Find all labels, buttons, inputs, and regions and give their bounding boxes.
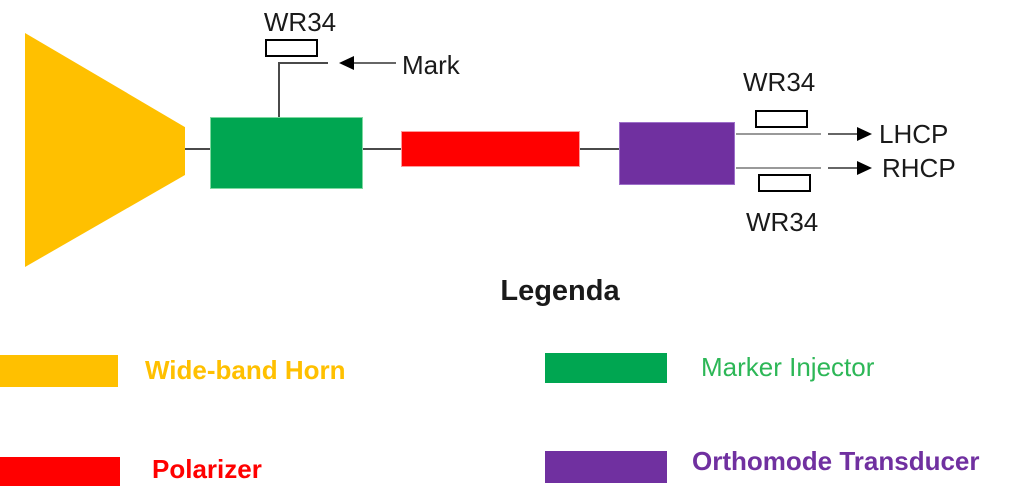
legend-label-orthomode-transducer: Orthomode Transducer <box>692 446 980 476</box>
legend-swatch-marker-injector <box>545 353 667 383</box>
lhcp-arrow-line <box>828 133 859 135</box>
mark-signal-label: Mark <box>402 50 460 80</box>
wr34-rhcp-label: WR34 <box>746 207 819 237</box>
connector-marker-injector-to-polarizer <box>363 148 401 150</box>
rhcp-output-label: RHCP <box>882 153 956 183</box>
rhcp-arrow-line <box>828 167 859 169</box>
wr34-marker-port-label: WR34 <box>263 7 337 37</box>
marker-port-stub-vertical <box>278 62 280 117</box>
orthomode-transducer-box <box>619 122 735 185</box>
marker-injector-box <box>210 117 363 189</box>
legend-title: Legenda <box>500 275 620 307</box>
legend-label-wide-band-horn: Wide-band Horn <box>145 355 346 385</box>
mark-arrowhead-icon <box>339 56 354 70</box>
rhcp-output-line <box>736 167 821 169</box>
waveguide-wr34-rhcp-port <box>758 174 811 192</box>
legend-label-marker-injector: Marker Injector <box>701 352 875 382</box>
waveguide-wr34-marker-port <box>265 39 318 57</box>
wr34-lhcp-label: WR34 <box>743 67 816 97</box>
waveguide-wr34-lhcp-port <box>755 110 808 128</box>
marker-port-stub-horizontal <box>278 62 328 64</box>
wide-band-horn-shape <box>25 33 185 267</box>
polarizer-box <box>401 131 580 167</box>
lhcp-arrowhead-icon <box>857 127 872 141</box>
legend-swatch-wide-band-horn <box>0 355 118 387</box>
legend-swatch-orthomode-transducer <box>545 451 667 483</box>
mark-arrow-line <box>354 62 396 64</box>
rhcp-arrowhead-icon <box>857 161 872 175</box>
legend-swatch-polarizer <box>0 457 120 486</box>
legend-label-polarizer: Polarizer <box>152 454 262 484</box>
connector-horn-to-marker-injector <box>185 148 211 150</box>
lhcp-output-label: LHCP <box>879 119 949 149</box>
connector-polarizer-to-omt <box>580 148 619 150</box>
lhcp-output-line <box>736 133 821 135</box>
